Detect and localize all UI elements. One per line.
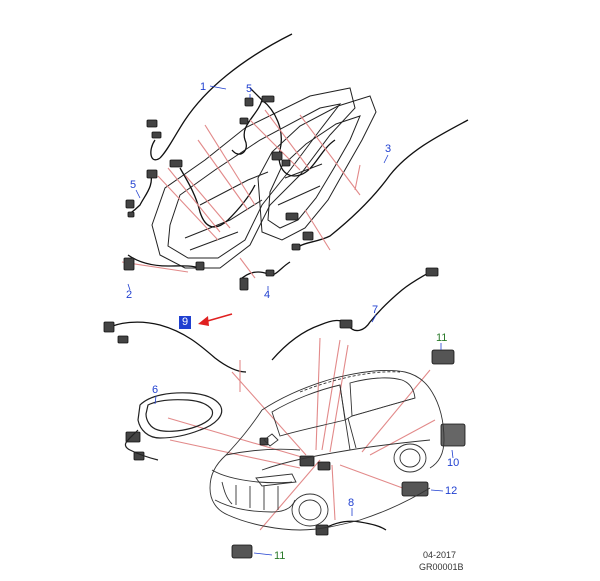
callout-11-lower: 11: [274, 550, 286, 562]
callout-4: 4: [264, 289, 271, 301]
vehicle-outline: [209, 369, 445, 531]
callout-8: 8: [348, 497, 355, 509]
footer-date: 04-2017: [423, 550, 457, 560]
callout-1: 1: [200, 81, 207, 93]
footer-code: GR00001B: [419, 562, 464, 572]
callout-3: 3: [385, 143, 392, 155]
callout-12: 12: [445, 485, 458, 497]
pink-leaders: [121, 109, 436, 531]
leader-black: [127, 85, 454, 556]
callout-5-upper: 5: [246, 83, 253, 95]
callout-6: 6: [152, 384, 159, 396]
callout-10: 10: [447, 457, 460, 469]
callout-5-lower: 5: [130, 179, 137, 191]
item-6-harness: [124, 392, 223, 461]
callout-9: 9: [178, 316, 192, 329]
harness-lines: [107, 33, 469, 531]
red-arrow: [198, 313, 233, 326]
connectors: [103, 95, 466, 559]
callout-7: 7: [372, 304, 379, 316]
callout-11-upper: 11: [436, 332, 448, 344]
callout-2: 2: [126, 289, 133, 301]
